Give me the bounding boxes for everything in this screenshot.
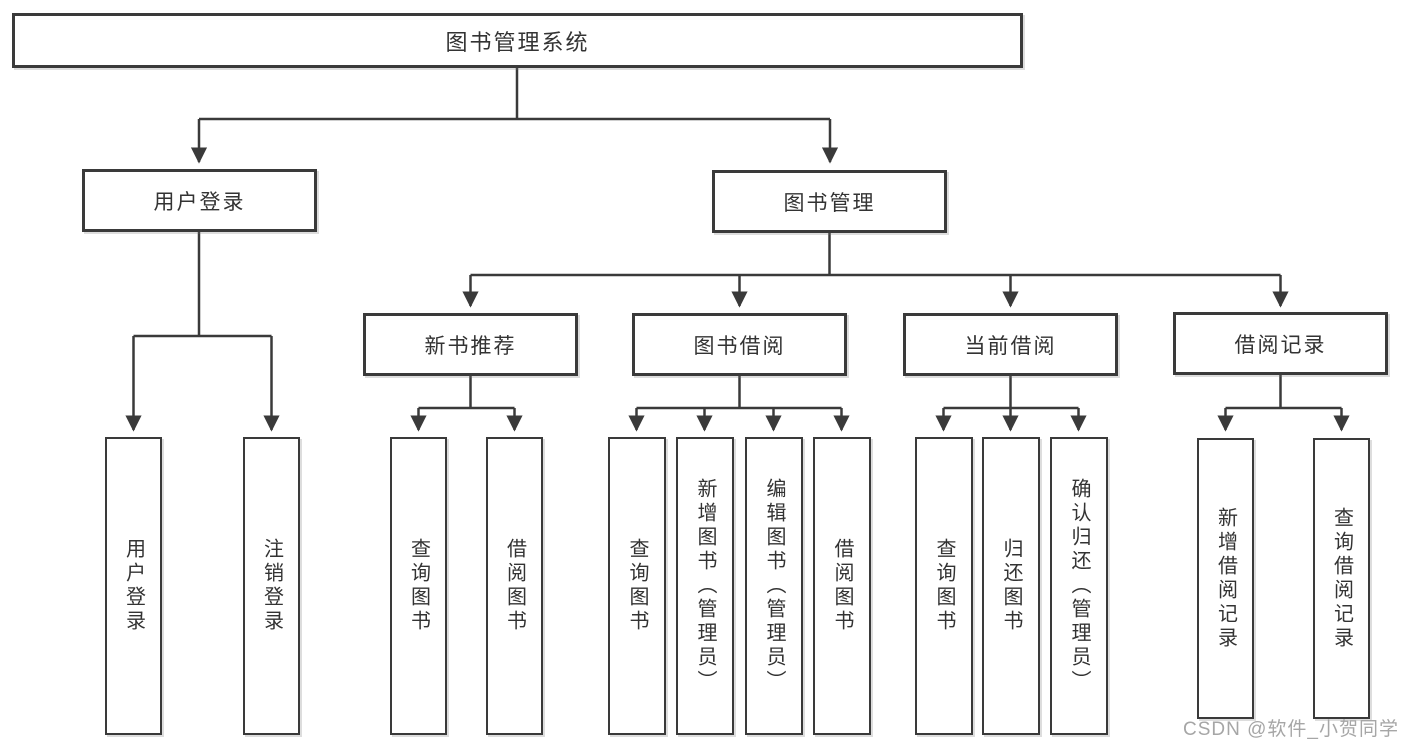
node-label: 归还图书: [1000, 538, 1022, 634]
node-label: 查询借阅记录: [1330, 506, 1353, 651]
node-user-login: 用户登录: [82, 169, 317, 232]
leaf-return-books: 归还图书: [982, 437, 1040, 735]
leaf-add-books-admin: 新增图书（管理员）: [676, 437, 734, 735]
node-label: 图书管理: [783, 191, 876, 215]
node-label: 图书管理系统: [445, 29, 590, 55]
node-label: 查询图书: [933, 538, 955, 634]
node-library-management-system: 图书管理系统: [12, 13, 1023, 68]
leaf-edit-books-admin: 编辑图书（管理员）: [745, 437, 803, 735]
node-label: 借阅图书: [503, 538, 526, 634]
node-label: 新增图书（管理员）: [694, 478, 716, 694]
node-new-book-recommend: 新书推荐: [363, 313, 578, 376]
leaf-query-books-recommend: 查询图书: [390, 437, 447, 735]
node-book-borrowing: 图书借阅: [632, 313, 847, 376]
node-label: 查询图书: [626, 538, 648, 634]
node-label: 借阅记录: [1234, 333, 1327, 357]
leaf-user-login: 用户登录: [105, 437, 162, 735]
node-label: 用户登录: [153, 190, 246, 214]
node-label: 当前借阅: [964, 334, 1057, 358]
node-borrow-records: 借阅记录: [1173, 312, 1388, 375]
leaf-borrow-books-recommend: 借阅图书: [486, 437, 543, 735]
node-label: 查询图书: [407, 538, 430, 634]
leaf-confirm-return-admin: 确认归还（管理员）: [1050, 437, 1108, 735]
node-label: 借阅图书: [831, 538, 853, 634]
node-label: 编辑图书（管理员）: [763, 478, 785, 694]
node-label: 新书推荐: [424, 334, 517, 358]
node-book-management: 图书管理: [712, 170, 947, 233]
leaf-query-books-current: 查询图书: [915, 437, 973, 735]
leaf-query-borrow-record: 查询借阅记录: [1313, 438, 1370, 719]
leaf-logout: 注销登录: [243, 437, 300, 735]
node-label: 用户登录: [122, 538, 145, 634]
leaf-borrow-books: 借阅图书: [813, 437, 871, 735]
node-label: 注销登录: [260, 538, 283, 634]
csdn-watermark: CSDN @软件_小贺同学: [1183, 719, 1399, 740]
leaf-add-borrow-record: 新增借阅记录: [1197, 438, 1254, 719]
node-label: 新增借阅记录: [1214, 506, 1237, 651]
node-current-borrowing: 当前借阅: [903, 313, 1118, 376]
leaf-query-books: 查询图书: [608, 437, 666, 735]
node-label: 确认归还（管理员）: [1068, 478, 1090, 694]
node-label: 图书借阅: [693, 334, 786, 358]
